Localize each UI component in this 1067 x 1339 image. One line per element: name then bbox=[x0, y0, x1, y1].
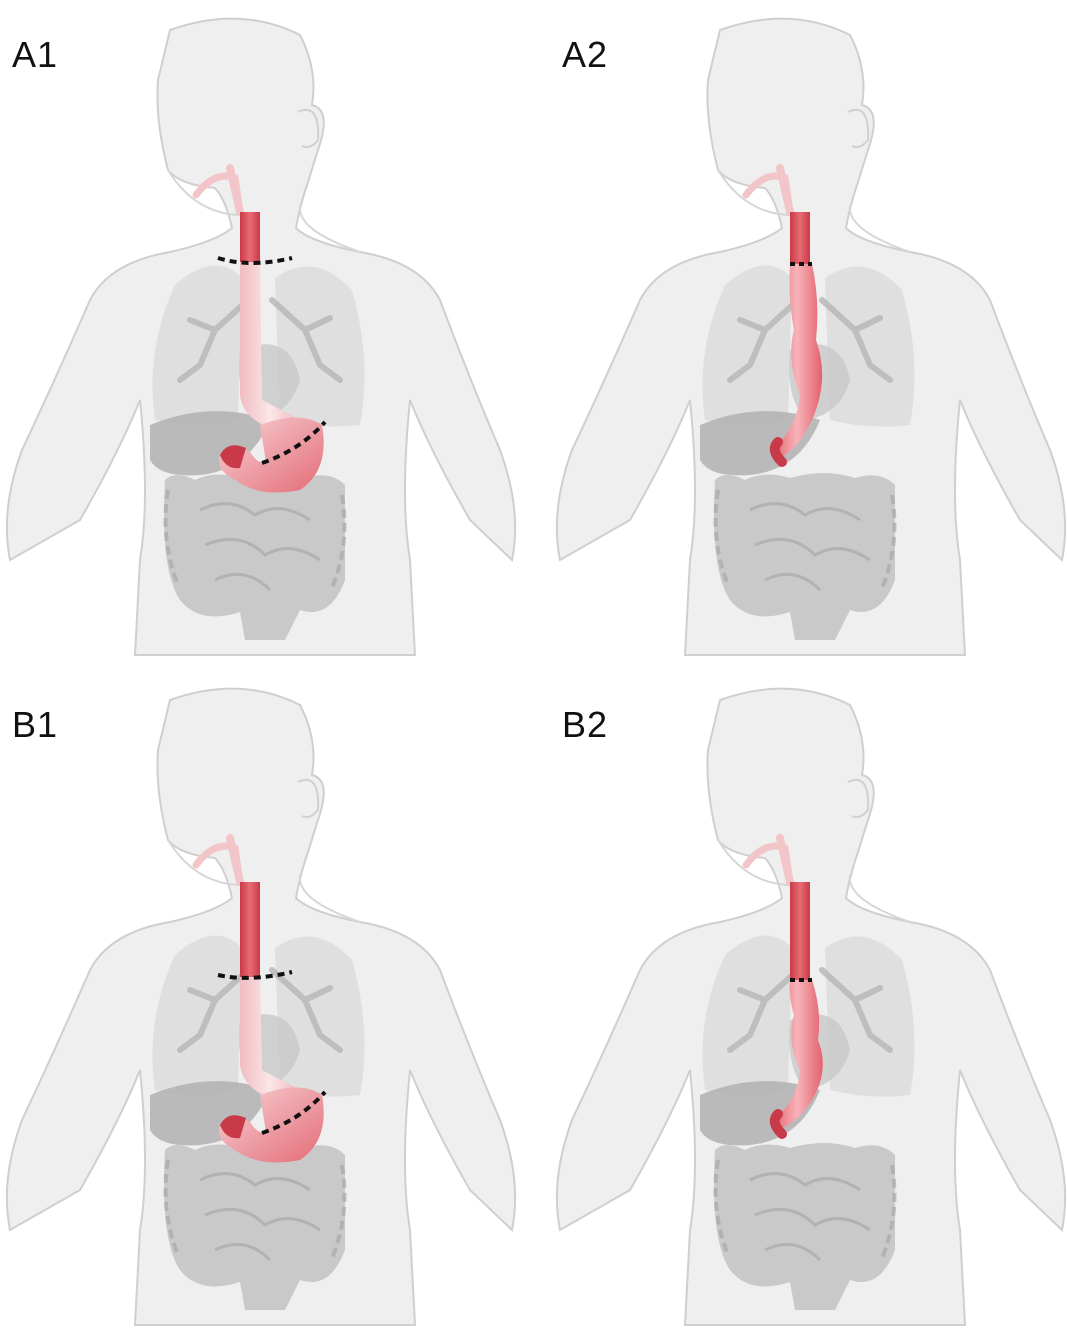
body-diagram bbox=[550, 670, 1067, 1339]
body-diagram bbox=[0, 670, 533, 1339]
esophagus-remnant bbox=[790, 212, 810, 264]
panel-label: B2 bbox=[562, 704, 608, 746]
body-diagram bbox=[550, 0, 1067, 669]
panel-label: A1 bbox=[12, 34, 58, 76]
panel-a1: A1 bbox=[0, 0, 533, 669]
body-diagram bbox=[0, 0, 533, 669]
panel-a2: A2 bbox=[550, 0, 1067, 669]
esophagus-upper bbox=[240, 882, 260, 977]
panel-label: B1 bbox=[12, 704, 58, 746]
panel-b1: B1 bbox=[0, 670, 533, 1339]
esophagus-remnant bbox=[790, 882, 810, 980]
panel-label: A2 bbox=[562, 34, 608, 76]
esophagus-upper bbox=[240, 212, 260, 262]
panel-b2: B2 bbox=[550, 670, 1067, 1339]
